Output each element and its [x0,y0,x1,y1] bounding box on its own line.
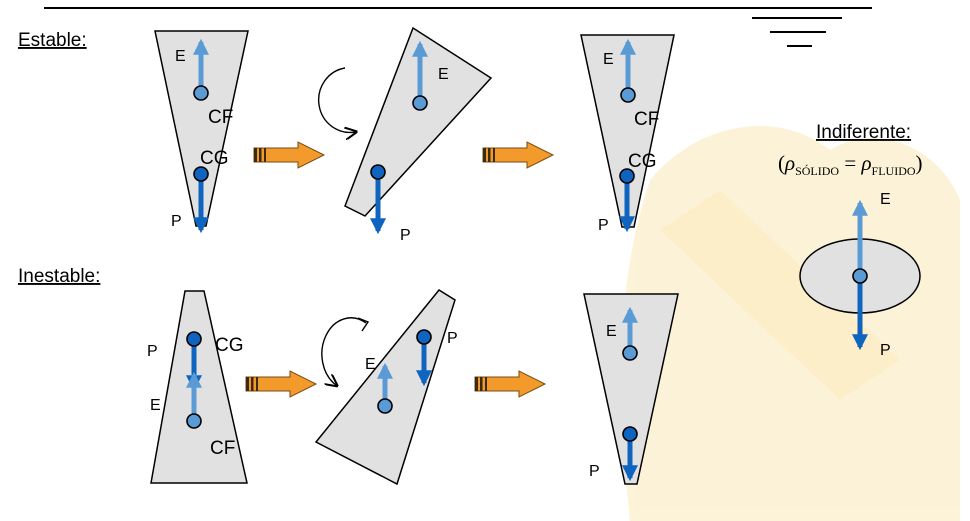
label-center-buoyancy: CF [208,107,233,128]
label-buoyancy: E [880,191,891,208]
crest-watermark [621,126,960,521]
unstable-section-label: Inestable: [18,266,100,287]
label-center-gravity: CG [215,335,244,356]
label-buoyancy: E [150,397,161,414]
transition-arrow-icon [253,141,325,169]
unstable-body-initial [150,290,248,484]
label-buoyancy: E [606,323,617,340]
label-buoyancy: E [175,48,186,65]
label-buoyancy: E [365,356,376,373]
indifferent-label: Indiferente: [816,122,911,143]
label-center-buoyancy: CF [210,438,235,459]
label-buoyancy: E [438,66,449,83]
label-center-gravity: CG [200,148,229,169]
transition-arrow-icon [474,370,546,398]
rotation-arrow-icon [317,67,355,132]
rotation-arrow-icon [321,317,367,385]
label-buoyancy: E [603,51,614,68]
label-weight: P [880,342,891,359]
density-equality: (ρSÓLIDO = ρFLUIDO) [778,151,923,178]
stable-body-tilted [344,26,493,235]
stable-body-initial [154,30,249,234]
label-center-gravity: CG [628,151,657,172]
transition-arrow-icon [482,141,554,169]
transition-arrow-icon [245,370,317,398]
label-weight: P [171,213,182,230]
water-surface-icon [752,17,842,47]
label-center-buoyancy: CF [634,109,659,130]
label-weight: P [400,227,411,244]
label-weight: P [447,330,458,347]
label-weight: P [598,217,609,234]
unstable-body-flipped [583,293,679,485]
label-weight: P [589,463,600,480]
label-weight: P [147,343,158,360]
stable-body-restored [580,34,675,233]
indifferent-body [799,199,921,351]
stable-section-label: Estable: [18,30,87,51]
unstable-body-tilted [314,289,456,486]
